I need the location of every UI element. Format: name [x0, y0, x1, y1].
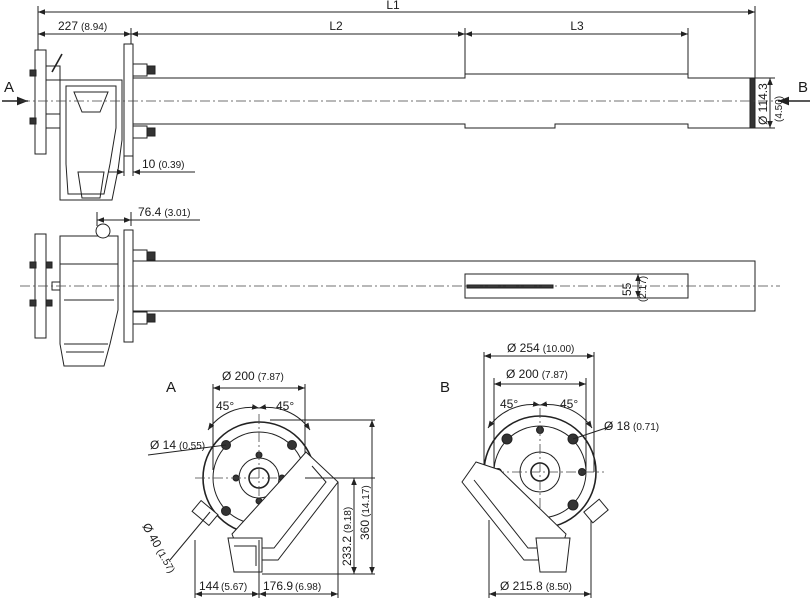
view-b-dim-18: Ø 18(0.71) — [604, 419, 659, 433]
housing-side-body — [59, 263, 119, 367]
view-b-label: B — [440, 379, 450, 396]
view-a-dim-14: Ø 14(0.55) — [150, 438, 205, 452]
view-b-angle-1: 45° — [500, 397, 518, 411]
dim-label-dia114: Ø 114.3 — [756, 83, 770, 125]
view-arrow-b-label: B — [798, 79, 808, 96]
right-flange — [123, 43, 134, 157]
view-arrow-a-label: A — [4, 79, 14, 96]
view-a-dim-360: 360(14.17) — [358, 485, 372, 540]
left-flange — [34, 49, 47, 155]
view-a: A Ø 200(7.87) 45° 45° Ø — [139, 369, 375, 598]
view-a-dim-176: 176.9(6.98) — [263, 579, 321, 593]
view-b-dim-254: Ø 254(10.00) — [507, 341, 574, 355]
view-a-dim-144: 144(5.67) — [199, 579, 247, 593]
view-b-dim-200: Ø 200(7.87) — [506, 367, 568, 381]
dim-label-10: 10(0.39) — [142, 157, 184, 171]
top-view: L1 227(8.94) L2 L3 A B — [2, 0, 810, 201]
view-a-angle-1: 45° — [216, 399, 234, 413]
housing-body — [59, 79, 123, 201]
view-a-angle-2: 45° — [276, 399, 294, 413]
dim-label-227: 227(8.94) — [58, 19, 107, 33]
view-b-dim-215: Ø 215.8(8.50) — [500, 579, 572, 593]
dim-label-l2: L2 — [329, 19, 343, 33]
view-b-angle-2: 45° — [560, 397, 578, 411]
view-a-dim-40: Ø 40(1.57) — [139, 521, 179, 576]
svg-text:(2.17): (2.17) — [638, 276, 649, 302]
housing-side-top — [59, 235, 119, 265]
view-a-label: A — [166, 379, 176, 396]
dim-label-55: 55 — [620, 282, 634, 296]
dim-label-l1: L1 — [386, 0, 400, 12]
dim-label-76: 76.4(3.01) — [138, 205, 190, 219]
svg-text:(4.50): (4.50) — [774, 96, 785, 122]
dim-label-l3: L3 — [570, 19, 584, 33]
side-view: 76.4(3.01) 55 (2.17) — [20, 205, 780, 367]
view-a-dim-200: Ø 200(7.87) — [222, 369, 284, 383]
view-b: B Ø 254(10.00) Ø 200(7.87) 45° 45° — [440, 341, 659, 598]
view-a-dim-233: 233.2(9.18) — [340, 507, 354, 566]
